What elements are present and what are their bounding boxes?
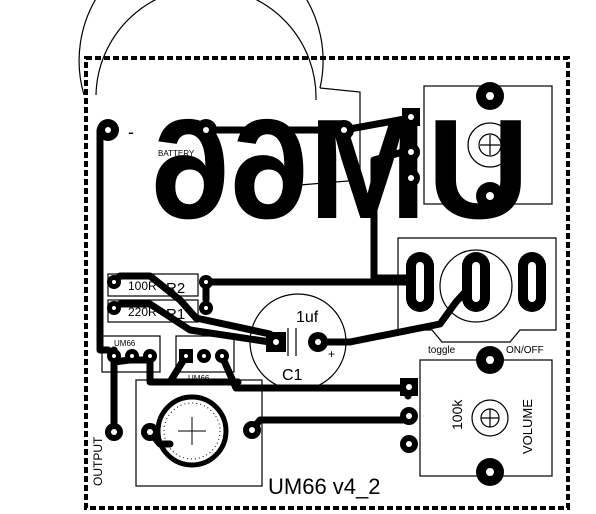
ic-outlines bbox=[101, 335, 235, 373]
volume-value-label: 100k bbox=[449, 399, 465, 430]
pot-top-label: 5K bbox=[443, 144, 455, 158]
capacitor-value-label: 1uf bbox=[296, 309, 319, 326]
onoff-label: ON/OFF bbox=[506, 345, 544, 356]
output-label: OUTPUT bbox=[91, 436, 105, 486]
capacitor-plus-label: + bbox=[328, 347, 335, 361]
toggle-label: toggle bbox=[428, 345, 456, 356]
battery-minus-label: - bbox=[128, 122, 134, 142]
capacitor-name-label: C1 bbox=[282, 367, 303, 384]
pad-drill-holes bbox=[105, 92, 536, 476]
version-label: UM66 v4_2 bbox=[268, 474, 381, 499]
volume-name-label: VOLUME bbox=[520, 399, 535, 454]
r2-name-label: R2 bbox=[166, 280, 185, 297]
big-mirrored-label: UM66 bbox=[151, 90, 530, 249]
ic-left-label: UM66 bbox=[114, 339, 136, 348]
r1-value-label: 220R bbox=[128, 305, 157, 319]
board-outline bbox=[84, 56, 570, 510]
r2-value-label: 100R bbox=[128, 279, 157, 293]
battery-holder bbox=[78, 0, 361, 186]
ic-right-label: UM66 bbox=[188, 374, 210, 383]
battery-label: BATTERY bbox=[158, 149, 195, 158]
battery-voltage-label: 3V bbox=[166, 123, 184, 139]
r1-name-label: R1 bbox=[166, 306, 185, 323]
